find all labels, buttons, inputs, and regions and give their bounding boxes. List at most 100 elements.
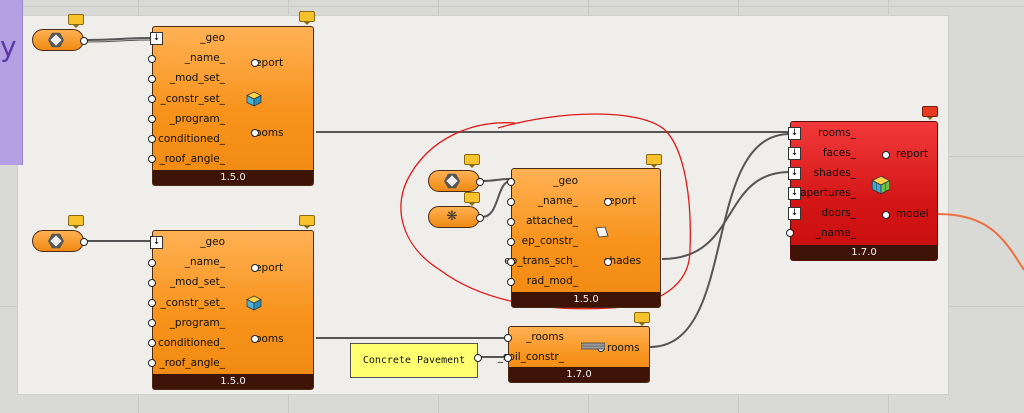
preview-flag-icon — [464, 192, 480, 206]
purple-group[interactable]: y — [0, 0, 23, 165]
input-program: _program_ — [169, 317, 225, 329]
preview-flag-icon — [634, 312, 650, 326]
input-conditioned: conditioned_ — [158, 337, 225, 349]
version-label: 1.7.0 — [791, 245, 937, 260]
port-in[interactable] — [148, 55, 156, 63]
brep-param-bottom[interactable] — [32, 230, 88, 252]
port-in[interactable] — [148, 95, 156, 103]
purple-group-label: y — [0, 30, 17, 63]
port-out[interactable] — [882, 151, 890, 159]
output-report: report — [896, 148, 929, 160]
input-attached: attached_ — [526, 215, 578, 227]
input-doors: doors_ — [821, 207, 856, 219]
input-ep-constr: ep_constr_ — [521, 235, 578, 247]
preview-flag-icon — [646, 154, 662, 168]
preview-flag-icon — [464, 154, 480, 168]
port-in[interactable] — [148, 319, 156, 327]
brep-icon — [48, 233, 64, 249]
port-out[interactable] — [251, 264, 259, 272]
input-constr-set: _constr_set_ — [160, 297, 225, 309]
output-model: model — [896, 208, 929, 220]
param-output-port[interactable] — [80, 37, 88, 45]
port-in[interactable] — [148, 279, 156, 287]
room-from-solid-component-top[interactable]: ↓ _geo _name_ _mod_set_ _constr_set_ _pr… — [148, 26, 314, 186]
preview-flag-icon — [299, 215, 315, 229]
graft-arrow-icon: ↓ — [150, 32, 163, 45]
output-rooms: rooms — [251, 127, 284, 139]
input-shades: shades_ — [813, 167, 856, 179]
port-out[interactable] — [604, 258, 612, 266]
input-geo: _geo — [200, 32, 225, 44]
input-program: _program_ — [169, 113, 225, 125]
port-in[interactable] — [148, 299, 156, 307]
port-in[interactable] — [148, 339, 156, 347]
input-name: _name_ — [184, 256, 225, 268]
warning-flag-icon — [922, 106, 938, 120]
port-in[interactable] — [507, 178, 515, 186]
shade-component[interactable]: _geo _name_ attached_ ep_constr_ ep_tran… — [504, 168, 661, 308]
input-mod-set: _mod_set_ — [169, 72, 225, 84]
input-roof-angle: _roof_angle_ — [159, 357, 225, 369]
port-in[interactable] — [507, 258, 515, 266]
graft-arrow-icon: ↓ — [788, 207, 801, 220]
port-in[interactable] — [507, 238, 515, 246]
version-label: 1.5.0 — [153, 374, 313, 389]
text-panel[interactable]: Concrete Pavement — [350, 343, 478, 378]
param-output-port[interactable] — [476, 214, 484, 222]
preview-flag-icon — [299, 11, 315, 25]
port-in[interactable] — [507, 198, 515, 206]
version-label: 1.5.0 — [512, 292, 660, 307]
model-component[interactable]: ↓ ↓ ↓ ↓ ↓ rooms_ faces_ shades_ aperture… — [786, 121, 938, 261]
brep-param-top[interactable] — [32, 29, 88, 51]
input-mod-set: _mod_set_ — [169, 276, 225, 288]
port-out[interactable] — [882, 211, 890, 219]
param-output-port[interactable] — [476, 178, 484, 186]
preview-flag-icon — [68, 215, 84, 229]
port-in[interactable] — [504, 334, 512, 342]
port-out[interactable] — [251, 59, 259, 67]
panel-output-port[interactable] — [474, 354, 482, 362]
port-in[interactable] — [786, 229, 794, 237]
port-out[interactable] — [251, 335, 259, 343]
brep-icon — [444, 173, 460, 189]
output-rooms: rooms — [607, 342, 640, 354]
port-in[interactable] — [148, 259, 156, 267]
port-out[interactable] — [604, 198, 612, 206]
soil-constr-component[interactable]: _rooms _soil_constr_ rooms 1.7.0 — [498, 326, 650, 383]
input-name: _name_ — [537, 195, 578, 207]
port-in[interactable] — [148, 115, 156, 123]
output-report: report — [251, 262, 284, 274]
graft-arrow-icon: ↓ — [788, 127, 801, 140]
mesh-icon: ❋ — [446, 209, 458, 224]
port-in[interactable] — [148, 75, 156, 83]
output-report: report — [251, 57, 284, 69]
port-in[interactable] — [148, 135, 156, 143]
port-in[interactable] — [504, 354, 512, 362]
mesh-param-shade[interactable]: ❋ — [428, 206, 484, 228]
input-conditioned: conditioned_ — [158, 133, 225, 145]
input-rad-mod: rad_mod_ — [526, 275, 578, 287]
version-label: 1.5.0 — [153, 170, 313, 185]
port-in[interactable] — [507, 278, 515, 286]
graft-arrow-icon: ↓ — [788, 147, 801, 160]
soil-layer-icon — [581, 342, 605, 350]
brep-param-shade[interactable] — [428, 170, 484, 192]
preview-flag-icon — [68, 14, 84, 28]
port-in[interactable] — [507, 218, 515, 226]
model-cube-icon — [871, 175, 891, 195]
input-name: _name_ — [184, 52, 225, 64]
port-out[interactable] — [251, 129, 259, 137]
port-in[interactable] — [148, 155, 156, 163]
graft-arrow-icon: ↓ — [150, 236, 163, 249]
graft-arrow-icon: ↓ — [788, 167, 801, 180]
port-in[interactable] — [148, 359, 156, 367]
input-constr-set: _constr_set_ — [160, 93, 225, 105]
input-geo: _geo — [553, 175, 578, 187]
input-roof-angle: _roof_angle_ — [159, 153, 225, 165]
input-faces: faces_ — [822, 147, 856, 159]
output-rooms: rooms — [251, 333, 284, 345]
input-apertures: apertures_ — [800, 187, 856, 199]
param-output-port[interactable] — [80, 238, 88, 246]
room-from-solid-component-bottom[interactable]: ↓ _geo _name_ _mod_set_ _constr_set_ _pr… — [148, 230, 314, 390]
input-rooms: rooms_ — [818, 127, 856, 139]
